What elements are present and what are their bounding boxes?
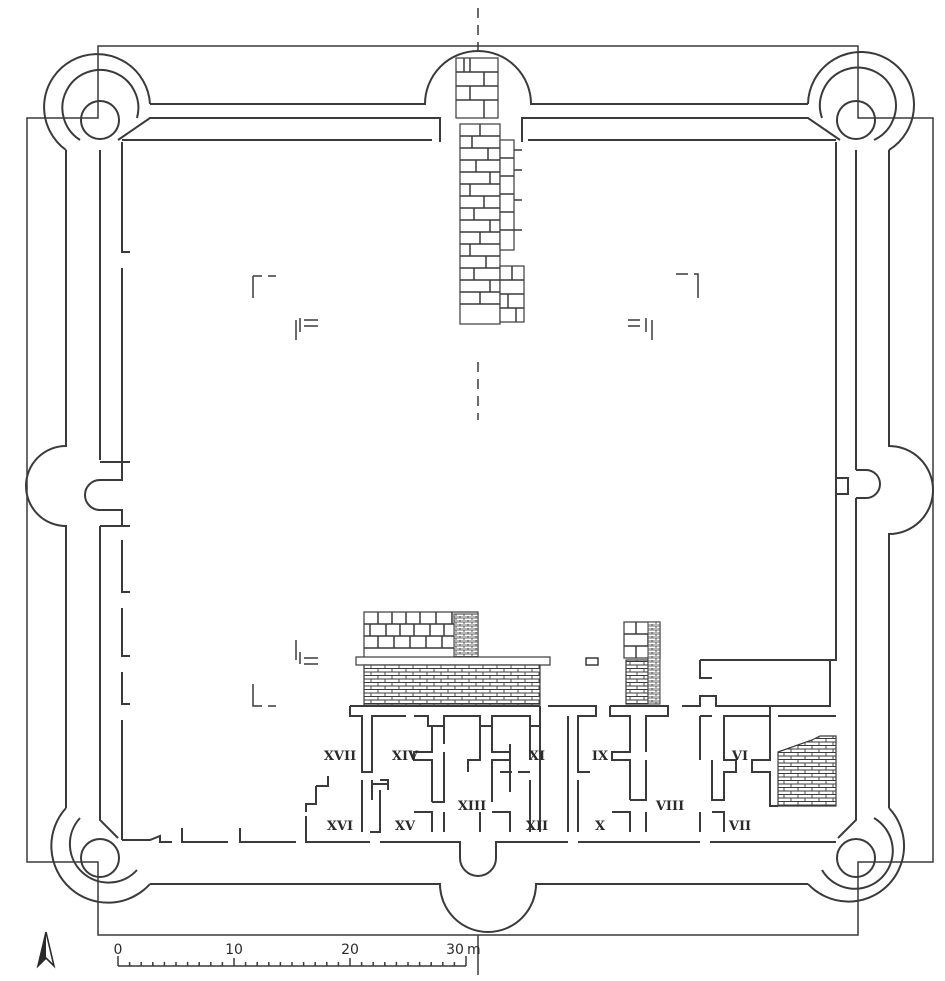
room-walls [305,659,836,833]
room-label-vii: VII [728,819,751,834]
room-labels: VI VII VIII IX X XI XII XIII XIV XV XVI … [324,749,751,834]
scale-bar: 0 10 20 30 m [114,935,481,975]
inner-wall [84,117,881,877]
masonry-center-block [623,621,661,705]
room-label-x: X [595,819,606,834]
room-label-viii: VIII [655,799,684,814]
scale-tick-20: 20 [341,942,359,958]
outer-wall [25,50,934,933]
tower-nw [43,53,151,151]
masonry-west-block [355,611,599,706]
scale-tick-30: 30 [446,942,464,958]
room-label-xiv: XIV [392,749,419,764]
masonry-east-block [777,735,837,807]
scale-tick-0: 0 [114,942,123,958]
scale-tick-10: 10 [225,942,243,958]
outer-enclosure [26,45,934,936]
north-arrow [36,931,56,969]
room-label-ix: IX [592,749,609,764]
room-label-xii: XII [526,819,548,834]
tower-se [807,807,906,903]
scale-unit: m [467,942,481,958]
room-label-xvi: XVI [327,819,353,834]
room-label-xvii: XVII [324,749,356,764]
room-label-xi: XI [529,749,545,764]
north-tower [455,57,525,325]
room-label-xv: XV [395,819,416,834]
room-label-vi: VI [731,749,748,764]
tower-ne [807,51,915,151]
room-label-xiii: XIII [458,799,486,814]
tower-sw [50,807,151,904]
courtyard-markers [252,273,699,707]
